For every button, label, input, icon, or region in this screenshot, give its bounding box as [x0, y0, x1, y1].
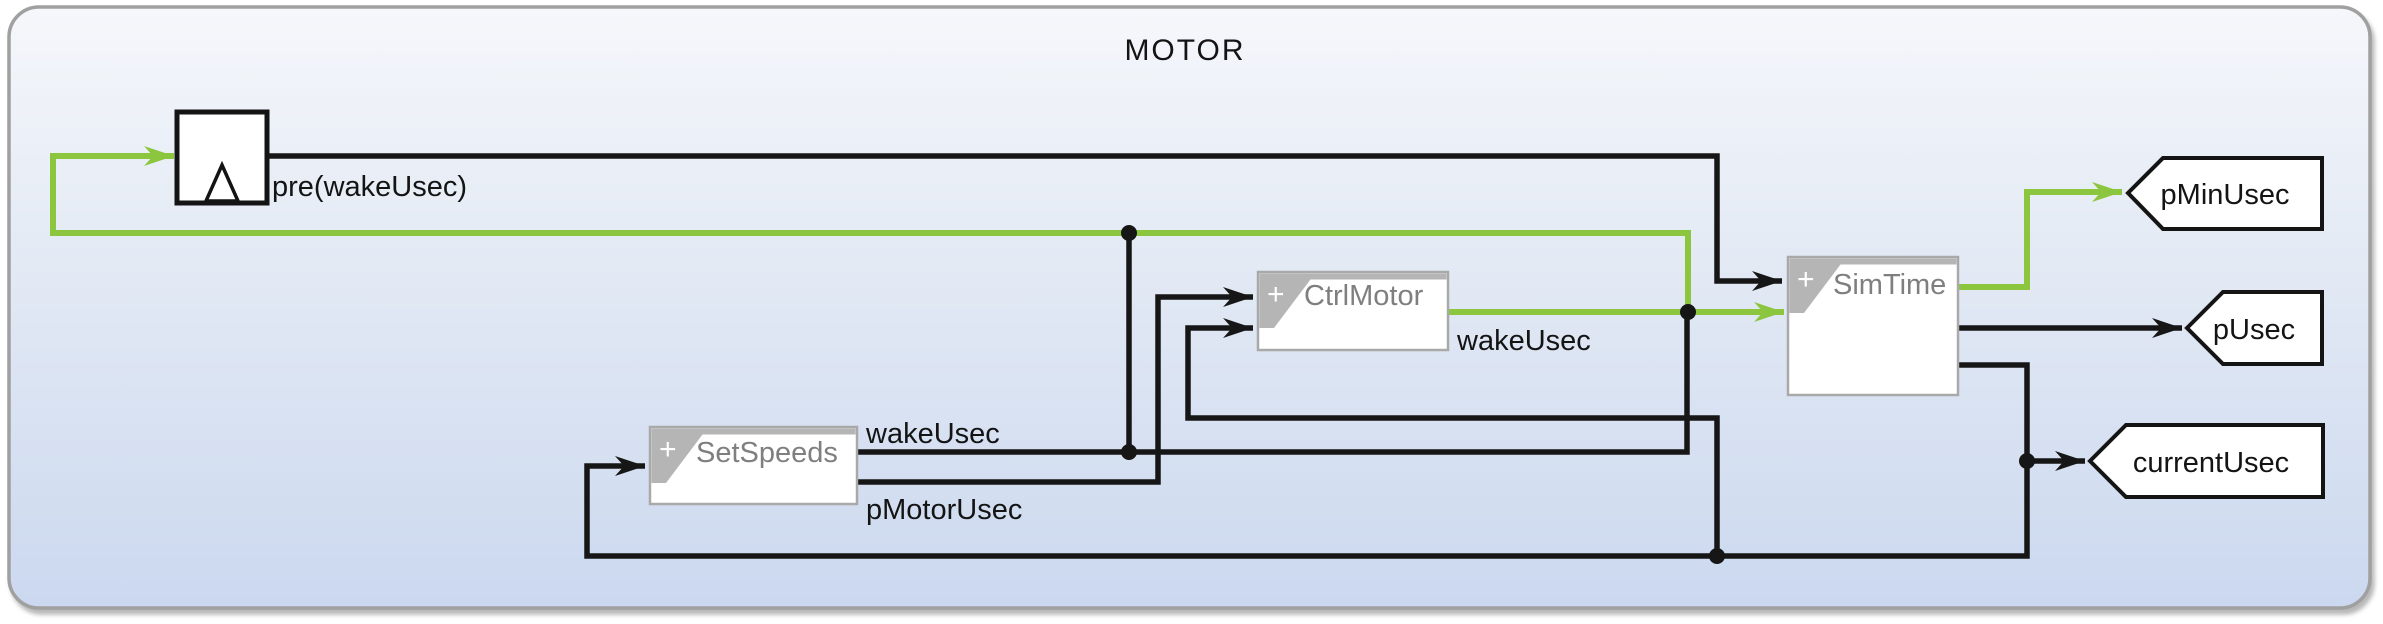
ctrlmotor-header-strip: [1259, 273, 1447, 280]
wire-simtime-feedback-to-setspeeds[interactable]: [584, 362, 2030, 559]
output-port-pminusec[interactable]: pMinUsec: [2125, 156, 2324, 231]
currentusec-port-label: currentUsec: [2133, 447, 2289, 479]
setspeeds-output-pmotorusec-label: pMotorUsec: [866, 494, 1022, 526]
output-port-pusec[interactable]: pUsec: [2184, 290, 2324, 366]
ctrlmotor-block[interactable]: + CtrlMotor: [1256, 270, 1450, 352]
setspeeds-header-corner: [651, 428, 707, 483]
pminusec-port-shape[interactable]: [2125, 156, 2324, 231]
setspeeds-block[interactable]: + SetSpeeds: [648, 425, 859, 506]
wires: [50, 146, 2182, 564]
simtime-header-strip: [1789, 258, 1957, 265]
setspeeds-header-strip: [651, 428, 856, 435]
wire-green-feedback-to-pre[interactable]: [50, 146, 1691, 312]
simtime-block[interactable]: + SimTime: [1786, 255, 1960, 397]
pusec-port-label: pUsec: [2213, 314, 2295, 346]
expand-plus-icon[interactable]: +: [1797, 263, 1815, 296]
output-port-currentusec[interactable]: currentUsec: [2087, 423, 2325, 499]
junction-dot: [1121, 225, 1137, 241]
simtime-label: SimTime: [1833, 269, 1946, 301]
wire-green-simtime-to-pminusec[interactable]: [1958, 182, 2122, 290]
wire-setspeeds-pmotorusec-to-ctrlmotor[interactable]: [857, 287, 1253, 485]
ctrlmotor-header-corner: [1259, 273, 1315, 328]
diagram-frame: [7, 5, 2372, 610]
pminusec-port-label: pMinUsec: [2161, 179, 2290, 211]
junction-dot: [2019, 453, 2035, 469]
wire-feedback-to-ctrlmotor-input2[interactable]: [1185, 318, 1720, 556]
junction-dot: [1709, 548, 1725, 564]
pre-operator-body[interactable]: [174, 109, 270, 206]
pre-operator-block[interactable]: [174, 109, 270, 206]
currentusec-port-shape[interactable]: [2087, 423, 2325, 499]
simtime-header-corner: [1789, 258, 1845, 313]
ctrlmotor-label: CtrlMotor: [1304, 280, 1424, 312]
junction-dot: [1680, 304, 1696, 320]
expand-plus-icon[interactable]: +: [659, 433, 677, 466]
diagram-title: MOTOR: [1124, 34, 1245, 67]
setspeeds-output-wakeusec-label: wakeUsec: [865, 418, 1000, 450]
delay-triangle-icon: [203, 160, 241, 203]
junction-dot: [1121, 444, 1137, 460]
pre-operator-label: pre(wakeUsec): [272, 171, 467, 203]
expand-plus-icon[interactable]: +: [1267, 278, 1285, 311]
ctrlmotor-output-wakeusec-label: wakeUsec: [1456, 325, 1591, 357]
wire-pre-output-to-simtime[interactable]: [267, 153, 1782, 291]
pusec-port-shape[interactable]: [2184, 290, 2324, 366]
setspeeds-label: SetSpeeds: [696, 437, 838, 469]
